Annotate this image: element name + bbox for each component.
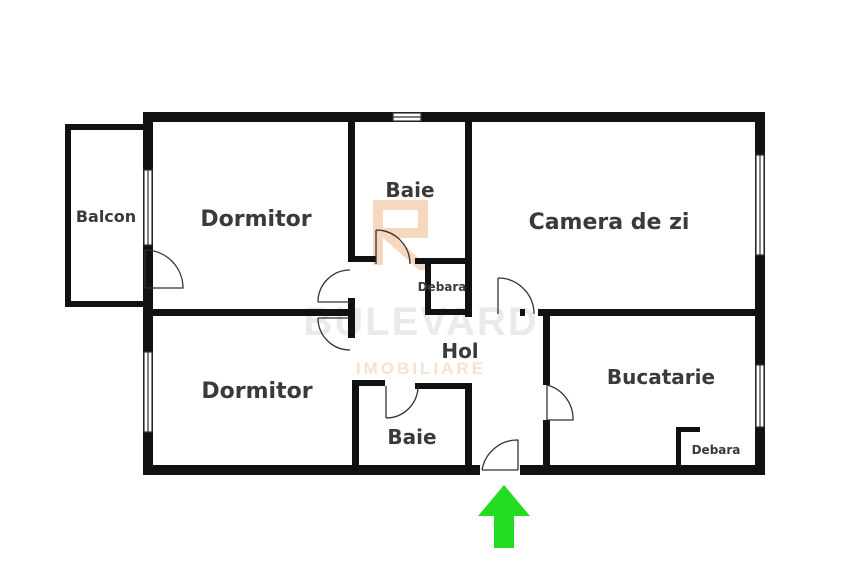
wall-balcony-top: [65, 124, 145, 130]
windows: [143, 112, 765, 433]
wall-kdebara-top: [676, 427, 700, 432]
wall-bath2-top-left: [352, 380, 385, 386]
door-kitchen: [546, 384, 574, 421]
door-bath-bottom: [385, 385, 419, 419]
wall-outer-top: [143, 112, 765, 122]
room-label-camera-de-zi: Camera de zi: [529, 210, 690, 235]
wall-balcony-bottom: [65, 301, 145, 307]
wall-debara-top: [415, 258, 472, 264]
wall-kdebara-left: [676, 427, 681, 467]
room-label-debara-kitchen: Debara: [692, 443, 741, 457]
wall-outer-bottom-right: [520, 465, 765, 475]
wall-living-bottom: [538, 309, 755, 316]
room-label-bucatarie: Bucatarie: [607, 365, 715, 389]
wall-bath2-top-right: [415, 383, 470, 389]
door-bedroom-bottom: [317, 317, 351, 351]
door-bedroom-top: [317, 269, 351, 303]
watermark-tagline: IMOBILIARE: [356, 359, 486, 378]
window-bath-top: [392, 112, 422, 122]
window-kitchen: [755, 364, 765, 428]
room-label-debara-center: Debara: [418, 280, 467, 294]
wall-hall-stub: [520, 309, 525, 316]
window-bedroom-bottom: [143, 351, 153, 433]
wall-bath-bottom: [348, 256, 376, 262]
room-label-baie-bottom: Baie: [387, 425, 436, 449]
room-label-dormitor-top: Dormitor: [200, 207, 311, 232]
wall-bath-right: [465, 122, 472, 317]
wall-kitchen-left-bottom: [543, 420, 550, 475]
room-label-hol: Hol: [441, 339, 478, 363]
door-balcony: [144, 249, 184, 289]
window-bedroom-balcony: [143, 169, 153, 246]
wall-hall-left-top: [348, 298, 355, 338]
door-living: [497, 277, 535, 315]
room-label-baie-top: Baie: [385, 178, 434, 202]
door-entrance: [481, 439, 519, 471]
window-living: [755, 154, 765, 256]
wall-debara-left: [425, 260, 431, 315]
wall-outer-right: [755, 112, 765, 475]
wall-balcony-left: [65, 124, 71, 307]
wall-debara-bottom: [425, 309, 472, 315]
wall-bath2-right: [465, 383, 472, 475]
walls: [65, 112, 765, 475]
wall-bedrooms: [153, 309, 353, 316]
wall-outer-bottom-left: [143, 465, 480, 475]
wall-kitchen-left-top: [543, 309, 550, 385]
doors: [144, 229, 574, 471]
wall-bath-left: [348, 122, 355, 262]
wall-bath2-left: [352, 380, 359, 475]
room-label-dormitor-bottom: Dormitor: [201, 379, 312, 404]
door-bath-top: [375, 229, 411, 265]
watermark-brand: BULEVARD: [303, 300, 538, 344]
entrance-arrow-icon: [478, 485, 530, 548]
room-label-balcon: Balcon: [76, 207, 136, 226]
